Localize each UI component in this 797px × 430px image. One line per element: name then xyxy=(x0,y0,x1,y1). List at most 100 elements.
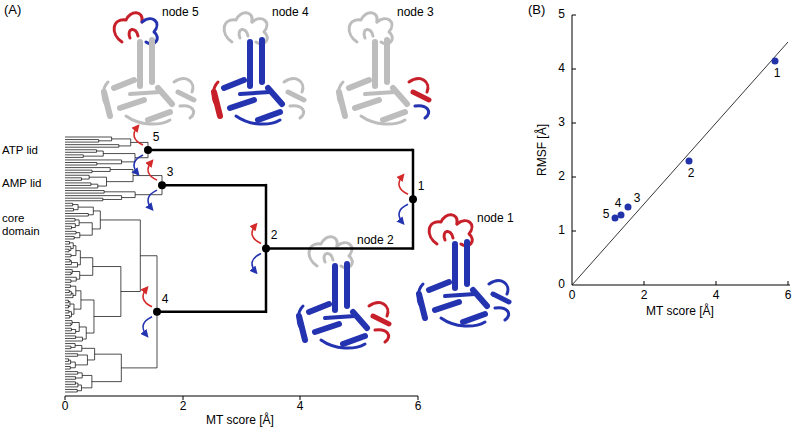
tree-branch xyxy=(65,159,122,160)
protein-segment xyxy=(353,312,367,328)
tree-branch xyxy=(73,209,78,210)
tree-branch xyxy=(65,346,71,347)
protein-segment xyxy=(224,13,252,42)
tree-branch xyxy=(65,256,71,257)
motion-arrow xyxy=(148,190,157,209)
tree-branch xyxy=(69,242,73,243)
protein-segment xyxy=(239,29,248,38)
protein-segment xyxy=(349,80,369,88)
tree-branch xyxy=(93,210,100,211)
callout-number: 3 xyxy=(167,166,174,180)
tree-branch xyxy=(93,266,121,267)
tree-branch xyxy=(65,205,73,206)
protein-segment xyxy=(429,282,449,290)
tree-branch xyxy=(65,216,88,217)
protein-segment xyxy=(114,80,134,88)
tree-branch xyxy=(78,384,82,385)
tree-branch xyxy=(72,227,76,228)
tree-branch xyxy=(65,137,112,138)
tick-label: 0 xyxy=(558,278,565,292)
protein-segment xyxy=(493,294,509,302)
motion-arrow xyxy=(252,253,261,272)
tree-branch xyxy=(65,333,76,334)
tree-branch xyxy=(91,184,98,185)
tree-branch xyxy=(65,335,76,336)
tree-branch xyxy=(65,144,119,145)
tree-branch xyxy=(65,149,97,150)
protein-segment xyxy=(180,106,194,118)
tick-label: 6 xyxy=(785,289,792,303)
tree-branch xyxy=(65,366,70,367)
tree-branch xyxy=(99,140,112,141)
tick xyxy=(572,177,576,178)
protein-segment xyxy=(114,13,142,42)
tree-branch xyxy=(65,228,72,229)
tree-branch xyxy=(65,233,76,234)
tree-branch xyxy=(135,194,162,195)
protein-segment xyxy=(445,294,475,296)
tree-branch xyxy=(162,184,266,187)
tree-branch xyxy=(72,271,79,272)
tick xyxy=(788,281,789,285)
tree-branch xyxy=(79,222,92,223)
tree-branch xyxy=(65,376,76,377)
protein-segment xyxy=(230,100,254,108)
tree-branch xyxy=(94,316,121,317)
tree-branch xyxy=(76,377,83,378)
tree-branch xyxy=(80,257,92,258)
tree-branch xyxy=(65,284,70,285)
tree-branch xyxy=(65,369,70,370)
tree-branch xyxy=(65,389,77,390)
motion-arrow xyxy=(252,224,261,243)
tick-label: 4 xyxy=(713,289,720,303)
tree-branch xyxy=(71,255,76,256)
tree-branch xyxy=(65,167,110,168)
tree-node-dot xyxy=(153,308,161,316)
protein-segment xyxy=(441,318,485,326)
tree-branch xyxy=(75,225,79,226)
tree-branch xyxy=(74,237,80,238)
tree-branch xyxy=(65,323,71,324)
data-point xyxy=(625,204,632,211)
tree-branch xyxy=(82,348,95,349)
node-caption: node 1 xyxy=(477,212,514,226)
protein-segment xyxy=(463,314,485,322)
protein-segment xyxy=(130,92,160,94)
tree-branch xyxy=(65,310,69,311)
tree-branch xyxy=(65,261,70,262)
tick-label: 3 xyxy=(558,116,565,130)
tree-branch xyxy=(65,180,81,181)
protein-segment xyxy=(338,82,343,104)
tree-branch xyxy=(65,358,69,359)
tree-branch xyxy=(71,329,75,330)
tree-branch xyxy=(106,181,133,182)
tree-branch xyxy=(71,347,75,348)
tree-branch xyxy=(65,361,69,362)
tree-branch xyxy=(92,228,100,229)
tick xyxy=(644,281,645,285)
protein-segment xyxy=(158,88,172,104)
node-caption: node 5 xyxy=(162,6,199,20)
tick-label: 1 xyxy=(558,224,565,238)
tick xyxy=(572,231,576,232)
tree-branch xyxy=(97,151,104,152)
protein-segment xyxy=(332,266,338,310)
protein-segment xyxy=(178,92,194,100)
tree-branch xyxy=(65,246,71,247)
motion-arrow xyxy=(134,155,143,174)
tick xyxy=(572,15,576,16)
axis-b xyxy=(572,15,790,285)
tree-branch xyxy=(65,338,76,339)
protein-segment xyxy=(149,40,155,82)
axis-title: MT score [Å] xyxy=(206,414,274,428)
tree-branch xyxy=(103,199,122,200)
tree-branch xyxy=(78,372,82,373)
motion-arrow xyxy=(148,161,157,180)
protein-segment xyxy=(315,324,339,332)
tree-branch xyxy=(65,315,70,316)
tree-branch xyxy=(65,277,76,278)
callout-number: 1 xyxy=(418,180,425,194)
tree-branch xyxy=(89,177,106,178)
